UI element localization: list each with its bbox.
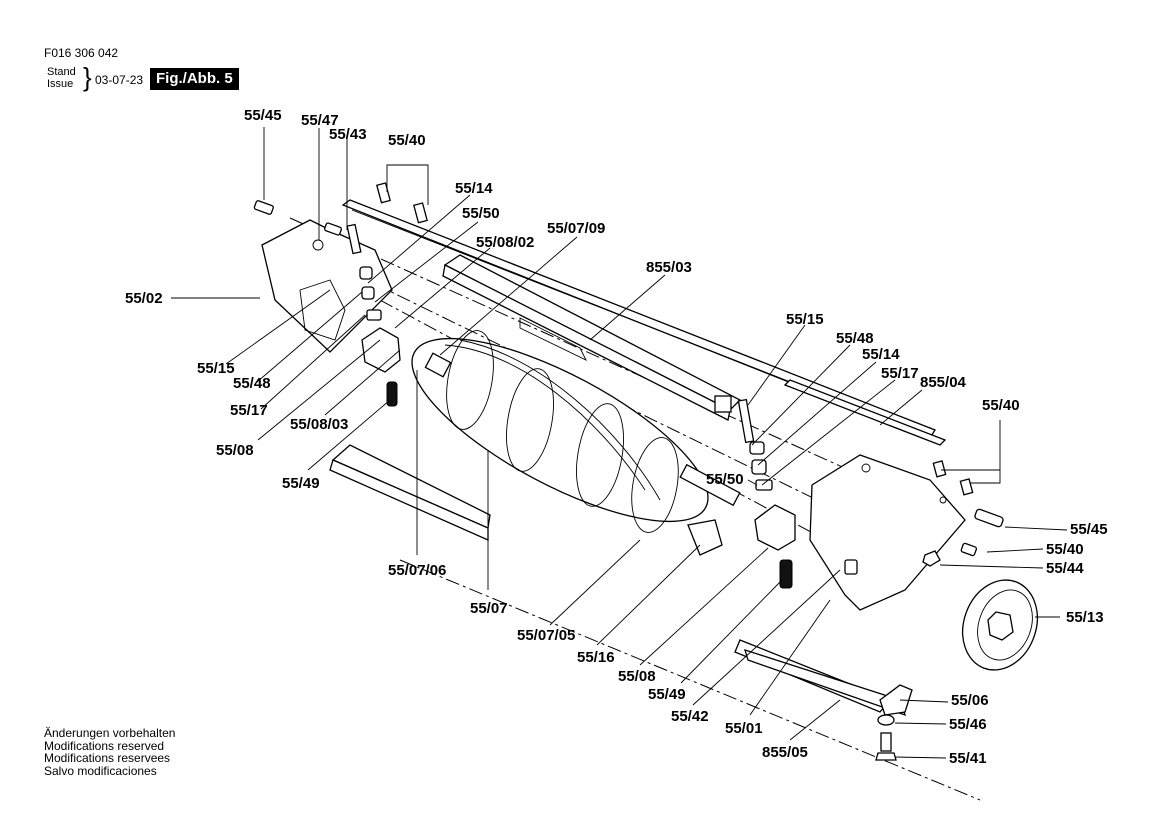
- part-label: 55/08/02: [476, 234, 535, 251]
- right-fasteners: [687, 398, 1004, 761]
- part-label: 55/01: [725, 720, 763, 737]
- brace-glyph: }: [83, 62, 92, 92]
- part-label: 55/49: [282, 475, 320, 492]
- part-label: 55/16: [577, 649, 615, 666]
- part-label: 55/07: [470, 600, 508, 617]
- part-label: 55/17: [230, 402, 268, 419]
- part-label: 55/14: [862, 346, 900, 363]
- document-number: F016 306 042: [44, 46, 119, 60]
- axis-line: [329, 261, 941, 561]
- part-label: 55/45: [244, 107, 282, 124]
- part-label: 855/04: [920, 374, 966, 391]
- part-label: 55/48: [233, 375, 271, 392]
- part-label: 55/02: [125, 290, 163, 307]
- part-label: 55/50: [462, 205, 500, 222]
- note-line: Modifications reservees: [44, 751, 171, 765]
- note-line: Modifications reserved: [44, 738, 165, 753]
- issue-date: 03-07-23: [95, 73, 144, 87]
- part-label: 55/47: [301, 112, 339, 129]
- axis-line: [399, 559, 981, 801]
- right-side-plate: [809, 454, 966, 611]
- part-label: 855/03: [646, 259, 692, 276]
- part-label: 55/15: [786, 311, 824, 328]
- part-label: 55/41: [949, 750, 987, 767]
- part-label: 55/40: [982, 397, 1020, 414]
- part-label: 55/17: [881, 365, 919, 382]
- figure-label: Fig./Abb. 5: [150, 68, 239, 90]
- part-label: 55/07/05: [517, 627, 576, 644]
- cutting-reel: [411, 330, 741, 533]
- part-label: 55/44: [1046, 560, 1084, 577]
- modification-notes: Änderungen vorbehalten Modifications res…: [44, 727, 175, 777]
- part-label: 55/48: [836, 330, 874, 347]
- stand-issue-label: Stand Issue: [47, 66, 76, 90]
- issue-label: Issue: [47, 78, 74, 90]
- left-side-plate: [261, 219, 393, 353]
- part-label: 55/07/06: [388, 562, 447, 579]
- part-label: 855/05: [762, 744, 808, 761]
- roller-wheel: [962, 579, 1038, 671]
- note-line: Salvo modificaciones: [44, 763, 157, 778]
- part-label: 55/14: [455, 180, 493, 197]
- square-tube: [442, 254, 742, 421]
- part-label: 55/08: [216, 442, 254, 459]
- part-label: 55/07/09: [547, 220, 606, 237]
- part-label: 55/15: [197, 360, 235, 377]
- part-label: 55/43: [329, 126, 367, 143]
- part-label: 55/50: [706, 471, 744, 488]
- part-label: 55/40: [1046, 541, 1084, 558]
- part-label: 55/08: [618, 668, 656, 685]
- stand-label: Stand: [47, 66, 76, 78]
- part-label: 55/49: [648, 686, 686, 703]
- bottom-crossbar: [744, 649, 907, 717]
- part-label: 55/40: [388, 132, 426, 149]
- part-label: 55/46: [949, 716, 987, 733]
- leader-lines: [171, 127, 1068, 759]
- part-label: 55/08/03: [290, 416, 349, 433]
- part-label: 55/06: [951, 692, 989, 709]
- note-line: Änderungen vorbehalten: [44, 726, 176, 740]
- part-label: 55/13: [1066, 609, 1104, 626]
- part-label: 55/45: [1070, 521, 1108, 538]
- right-bar: [783, 379, 947, 446]
- part-label: 55/42: [671, 708, 709, 725]
